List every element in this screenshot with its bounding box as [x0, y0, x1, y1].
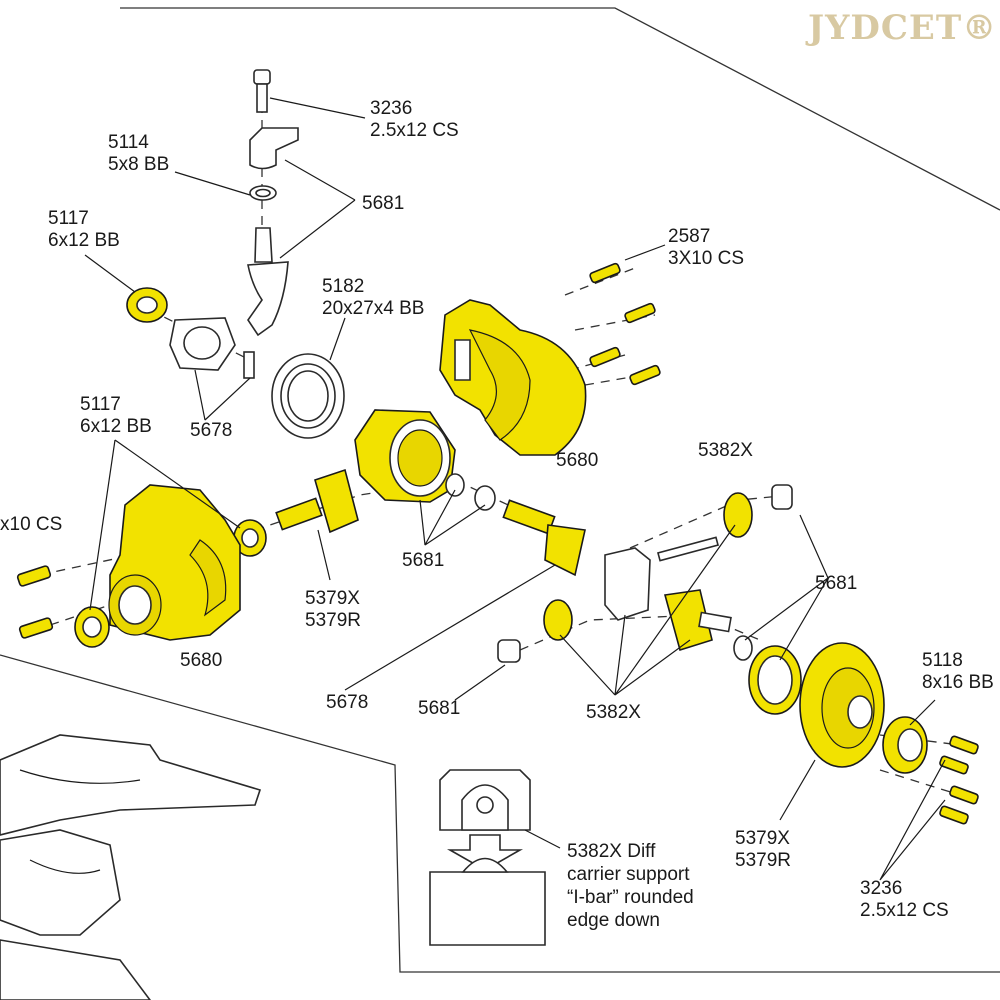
washer-5681-c [733, 635, 753, 661]
screws-3236-bottom [939, 735, 979, 825]
label-5681-right: 5681 [815, 573, 858, 594]
side-gear-right [663, 589, 732, 652]
label-x10cs: x10 CS [0, 514, 63, 535]
diff-spider-5678 [169, 317, 255, 379]
output-shaft-pinion [502, 499, 586, 577]
bearing-5118 [882, 716, 928, 774]
washer-5681-b [474, 485, 496, 511]
diff-carrier-ibar [604, 547, 651, 621]
pinion-5379-left [275, 468, 359, 534]
label-5680-left: 5680 [180, 650, 223, 671]
bearing-5182 [271, 353, 345, 439]
shim-5681-bottom [497, 639, 521, 663]
label-5681-bottom: 5681 [418, 698, 461, 719]
watermark-logo: JYDCET® [808, 8, 998, 48]
spider-gear-bottom [543, 599, 573, 641]
diff-case [354, 409, 456, 503]
label-5678-left: 5678 [190, 420, 233, 441]
bearing-5117-low [74, 606, 110, 648]
label-5681-mid: 5681 [402, 550, 445, 571]
label-5382x-top: 5382X [698, 440, 753, 461]
bearing-5117-top [126, 287, 168, 323]
screw-3236-top [253, 69, 271, 113]
label-5382x-bottom: 5382X [586, 702, 641, 723]
diff-pin [657, 536, 719, 562]
housing-5680-left [108, 484, 241, 641]
leader-lines [84, 97, 946, 881]
frame-line-bottom [0, 654, 1000, 973]
label-5681-top: 5681 [362, 193, 405, 214]
shim-5681-top [771, 484, 793, 510]
screws-left [16, 565, 54, 639]
housing-5680-right [439, 299, 587, 456]
chassis-outline [0, 734, 262, 1000]
screws-2587 [589, 262, 661, 386]
frame-line-top [120, 7, 1000, 211]
label-5680-right: 5680 [556, 450, 599, 471]
inset-carrier-diagram [429, 769, 546, 946]
label-5678-bottom: 5678 [326, 692, 369, 713]
spider-gear-top [723, 492, 753, 538]
servo-saver-arm [247, 127, 299, 337]
bearing-5117-mid [233, 519, 267, 557]
ring-gear-5379 [748, 642, 885, 768]
washer-5681-a [445, 473, 465, 497]
